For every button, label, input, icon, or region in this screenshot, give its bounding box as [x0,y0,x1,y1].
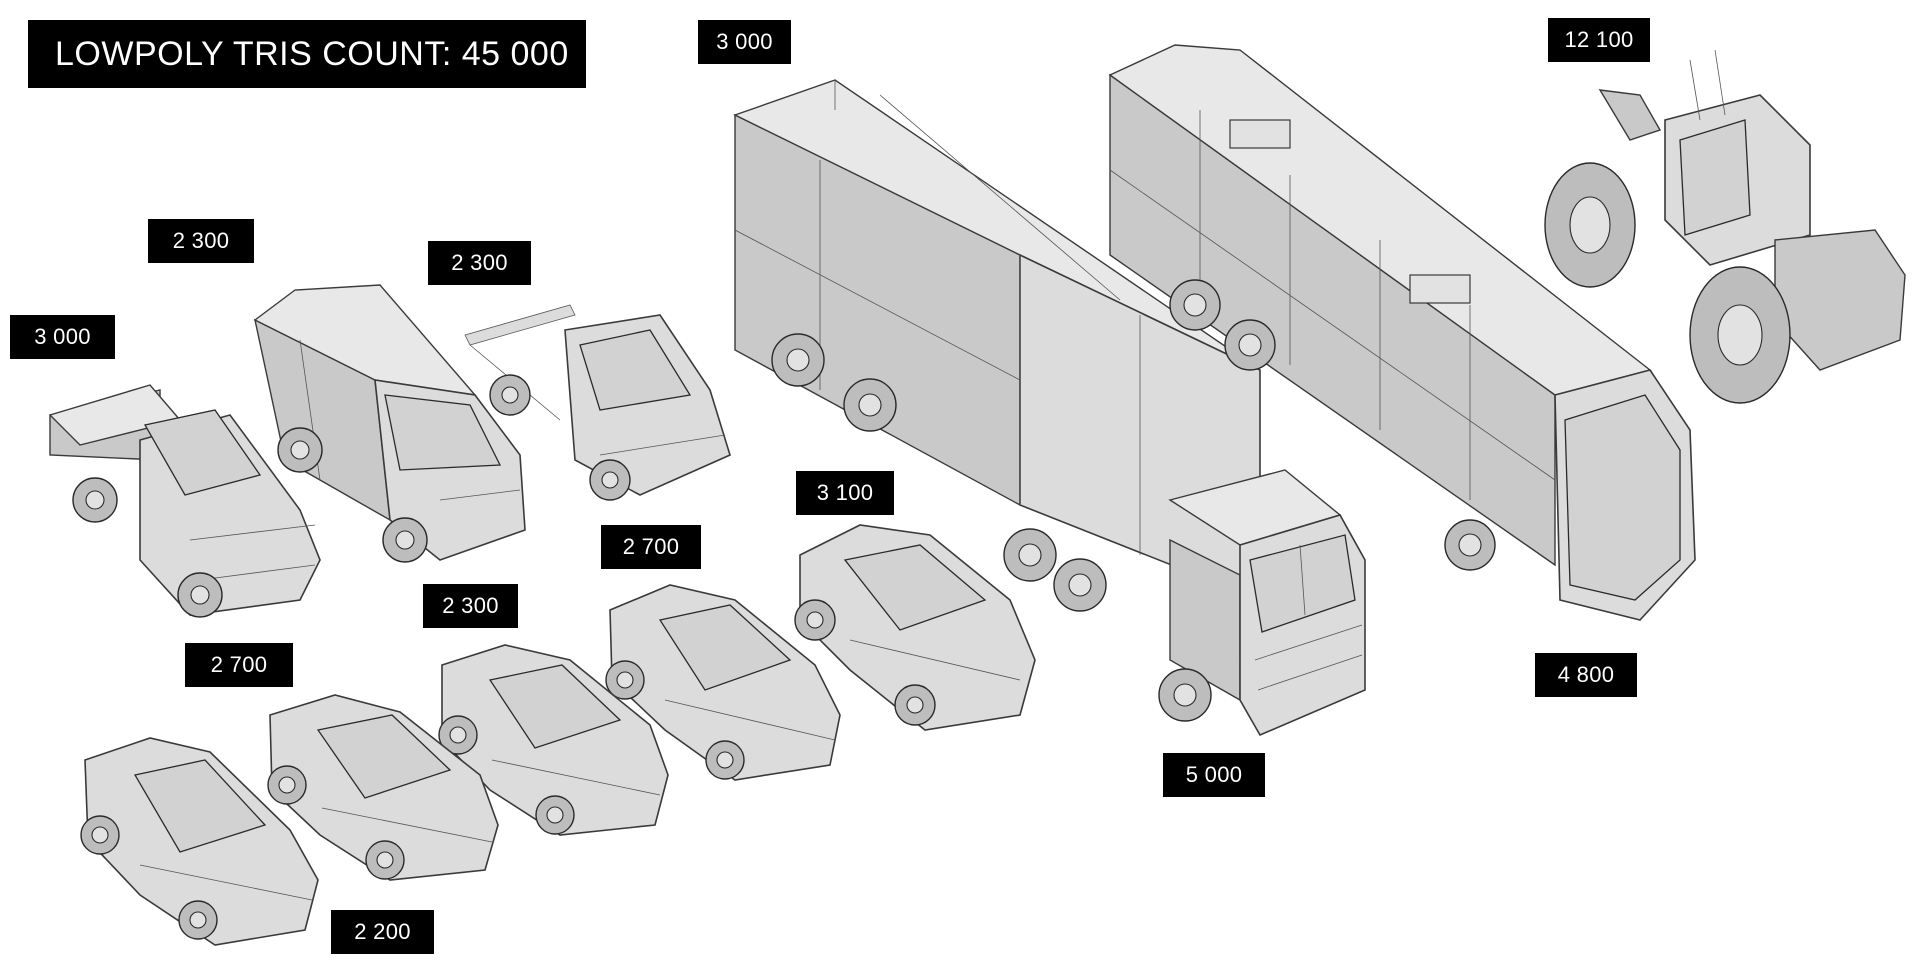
van-model [253,284,526,563]
label-truck-cab: 5 000 [1163,753,1265,797]
label-bus: 4 800 [1535,653,1637,697]
label-pickup: 3 000 [10,315,115,359]
label-sedan-b: 2 300 [423,584,518,628]
pickup-model [48,384,321,618]
label-sedan-c: 2 700 [601,525,701,569]
label-suv: 3 100 [796,471,894,515]
truck-cab-model [1158,469,1366,737]
label-chassis-truck: 2 300 [428,241,531,285]
label-van: 2 300 [148,219,254,263]
label-trailer: 3 000 [698,20,791,64]
label-hatchback: 2 700 [185,643,293,687]
suv-model [794,524,1036,731]
sedan-b-model [438,644,669,836]
sedan-a-model [267,694,499,881]
label-sedan-a: 2 200 [331,910,434,954]
bus-model [1108,44,1696,621]
tris-count-title: LOWPOLY TRIS COUNT: 45 000 [28,20,586,88]
tractor-model [1544,49,1906,404]
label-tractor: 12 100 [1548,18,1650,62]
chassis-truck-model [464,304,731,501]
hatchback-model [80,737,319,946]
sedan-c-model [605,584,841,781]
